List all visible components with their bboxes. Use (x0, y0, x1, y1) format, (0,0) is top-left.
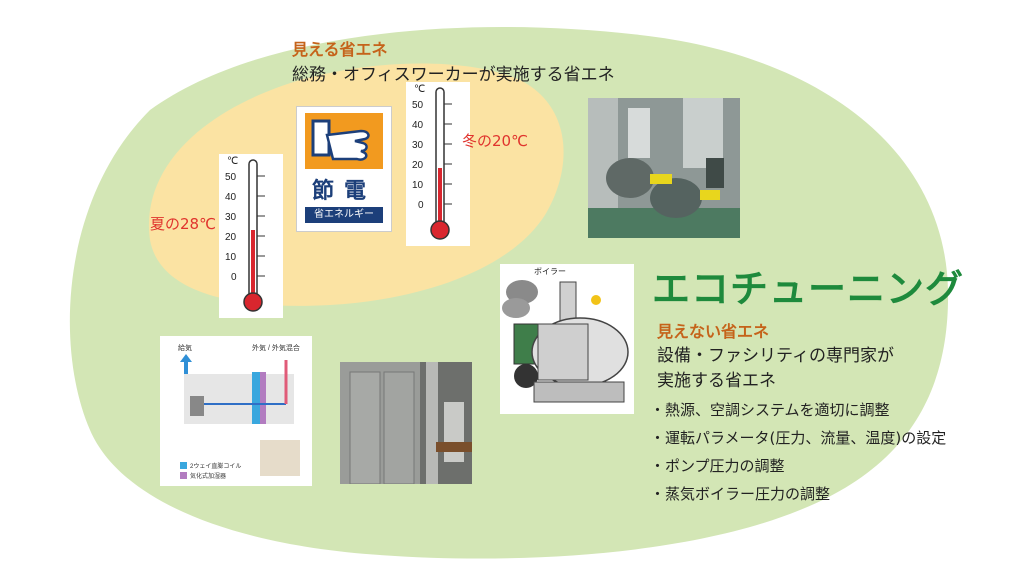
sign-kanji-1: 節 (311, 179, 344, 204)
pump-room-photo (588, 98, 740, 238)
tuning-bullet-list: ・熱源、空調システムを適切に調整 ・運転パラメータ(圧力、流量、温度)の設定 ・… (650, 396, 946, 508)
summer-label: 夏の28℃ (150, 215, 216, 233)
legend-coil: 2ウェイ直膨コイル (190, 462, 241, 470)
winter-label: 冬の20℃ (462, 132, 528, 150)
outside-air-label: 外気 / 外気混合 (252, 343, 300, 352)
setsuden-sign: 節電 省エネルギー (296, 106, 392, 232)
svg-text:30: 30 (225, 212, 237, 223)
sign-kanji-2: 電 (344, 179, 377, 204)
visible-energy-heading: 見える省エネ (292, 40, 388, 59)
visible-energy-subtitle: 総務・オフィスワーカーが実施する省エネ (292, 65, 615, 85)
svg-text:40: 40 (225, 192, 237, 203)
svg-text:40: 40 (412, 120, 424, 131)
svg-text:0: 0 (231, 272, 237, 283)
bullet-item: ・運転パラメータ(圧力、流量、温度)の設定 (650, 429, 947, 447)
svg-text:20: 20 (412, 160, 424, 171)
invisible-energy-line2: 実施する省エネ (657, 371, 776, 391)
supply-arrow-icon (180, 354, 192, 362)
boiler-illustration: ボイラー (500, 264, 634, 414)
bullet-item: ・ポンプ圧力の調整 (650, 457, 785, 475)
summer-thermometer: ℃ 50 40 30 20 10 0 (219, 154, 283, 318)
svg-text:20: 20 (225, 232, 237, 243)
invisible-energy-line1: 設備・ファシリティの専門家が (657, 346, 894, 366)
legend-humidifier: 気化式加湿器 (190, 472, 226, 480)
winter-thermometer: ℃ 50 40 30 20 10 0 (406, 82, 470, 246)
boiler-label: ボイラー (534, 267, 566, 276)
summer-mercury (251, 230, 255, 294)
bullet-item: ・蒸気ボイラー圧力の調整 (650, 485, 831, 503)
summer-unit: ℃ (227, 156, 238, 167)
svg-text:0: 0 (418, 200, 424, 211)
sign-caption: 省エネルギー (305, 207, 383, 223)
svg-text:50: 50 (225, 172, 237, 183)
svg-text:30: 30 (412, 140, 424, 151)
eco-tuning-brand: エコチューニング (652, 267, 965, 311)
switch-hand-icon (305, 113, 383, 169)
winter-mercury (438, 168, 442, 222)
svg-text:10: 10 (225, 252, 237, 263)
machine-room-photo (340, 362, 472, 484)
hvac-diagram: 給気 外気 / 外気混合 2ウェイ直膨コイル 気化式加湿器 (160, 336, 312, 486)
bullet-item: ・熱源、空調システムを適切に調整 (650, 401, 890, 419)
svg-text:10: 10 (412, 180, 424, 191)
supply-air-label: 給気 (178, 343, 192, 352)
svg-text:50: 50 (412, 100, 424, 111)
invisible-energy-heading: 見えない省エネ (657, 322, 770, 341)
winter-unit: ℃ (414, 84, 425, 95)
